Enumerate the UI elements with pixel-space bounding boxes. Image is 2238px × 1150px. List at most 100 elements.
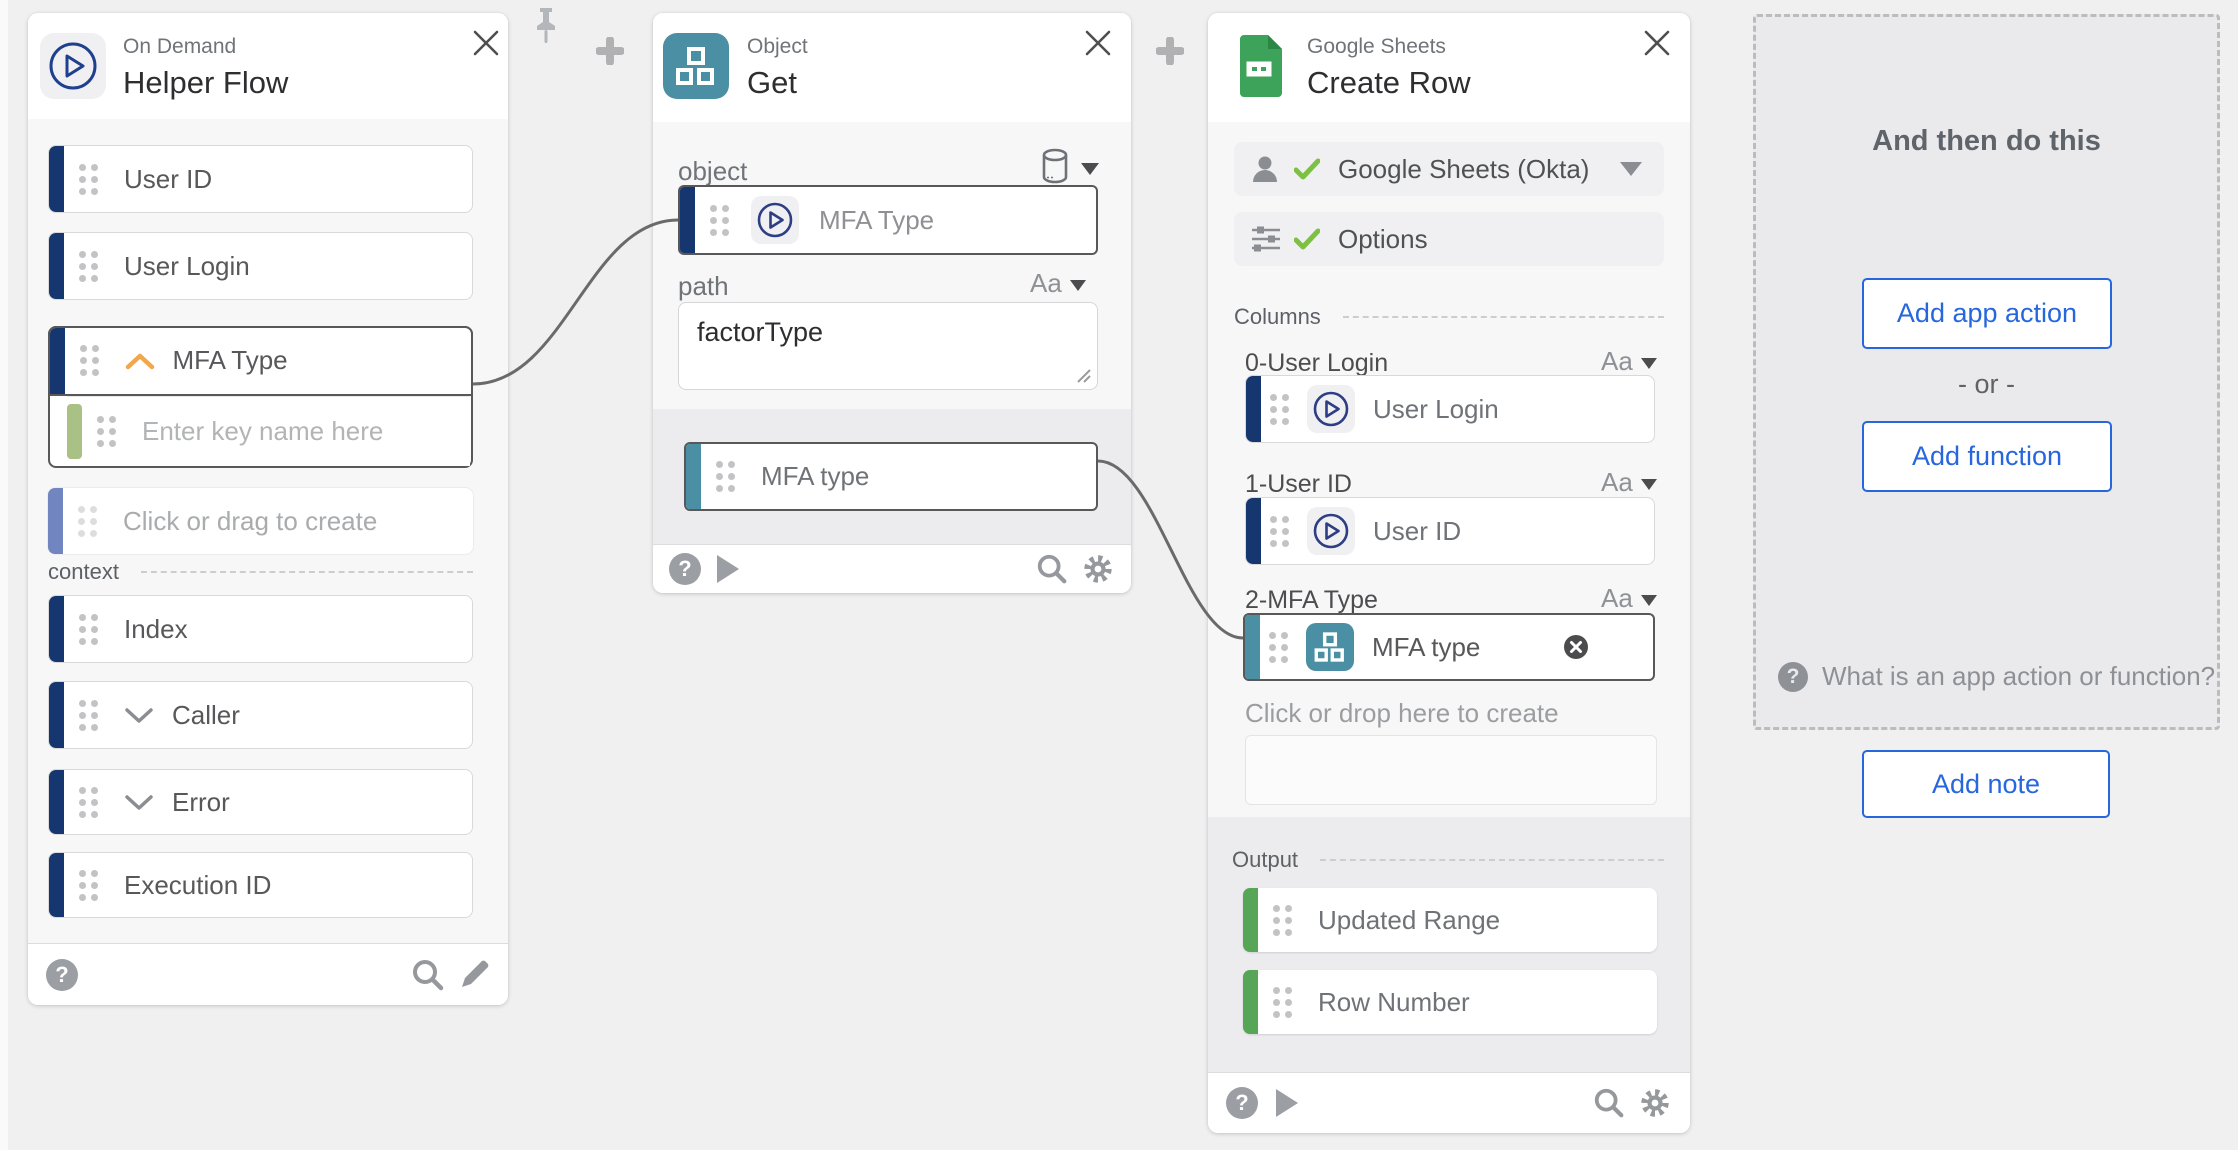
output-section-label: Output (1232, 845, 1664, 875)
options-row[interactable]: Options (1234, 212, 1664, 266)
search-icon[interactable] (410, 957, 446, 993)
add-note-button[interactable]: Add note (1862, 750, 2110, 818)
drag-handle-icon[interactable] (716, 461, 735, 492)
helper-flow-footer: ? (28, 943, 508, 1005)
chip-label: Updated Range (1318, 904, 1501, 935)
create-output-stub[interactable]: Click or drag to create (48, 488, 473, 554)
edit-pencil-icon[interactable] (456, 957, 492, 993)
search-icon[interactable] (1035, 552, 1069, 586)
key-name-input[interactable]: Enter key name here (67, 396, 470, 466)
help-icon[interactable]: ? (669, 553, 701, 585)
chevron-up-icon[interactable] (125, 352, 155, 370)
remove-icon[interactable] (1563, 634, 1589, 660)
drag-handle-icon[interactable] (1273, 986, 1292, 1018)
output-chip-updated-range[interactable]: Updated Range (1243, 888, 1657, 952)
column-value-chip-2[interactable]: MFA type (1243, 613, 1655, 681)
object-type-selector[interactable] (1041, 148, 1099, 184)
create-row-body: Google Sheets (Okta) Options Columns (1208, 122, 1690, 817)
settings-gear-icon[interactable] (1638, 1086, 1672, 1120)
settings-gear-icon[interactable] (1081, 552, 1115, 586)
close-icon[interactable] (473, 30, 499, 56)
resize-handle-icon[interactable] (1074, 366, 1092, 384)
chip-label: Execution ID (124, 869, 272, 900)
drag-handle-icon[interactable] (79, 699, 98, 731)
drag-handle-icon (78, 505, 97, 537)
drag-handle-icon[interactable] (1269, 631, 1288, 663)
chip-bar (49, 770, 64, 834)
drag-handle-icon[interactable] (79, 869, 98, 901)
object-card-badge (1306, 623, 1354, 671)
output-chip-row-number[interactable]: Row Number (1243, 970, 1657, 1034)
card-title: Get (747, 65, 797, 100)
object-card-icon (663, 33, 729, 99)
close-icon[interactable] (1085, 30, 1111, 56)
insert-card-plus-icon-1[interactable] (596, 37, 624, 65)
placeholder-help[interactable]: ? What is an app action or function? (1778, 661, 2215, 692)
account-selector[interactable]: Google Sheets (Okta) (1234, 142, 1664, 196)
help-icon[interactable]: ? (46, 959, 78, 991)
drag-handle-icon[interactable] (79, 345, 99, 376)
column-type-selector-0[interactable]: Aa (1601, 346, 1657, 377)
chip-label: User ID (124, 163, 213, 194)
chip-bar (49, 146, 64, 212)
add-function-button[interactable]: Add function (1862, 421, 2112, 492)
drag-handle-icon[interactable] (1273, 904, 1292, 936)
chip-bar (49, 853, 64, 917)
help-text: What is an app action or function? (1822, 661, 2216, 691)
close-icon[interactable] (1644, 30, 1670, 56)
drag-handle-icon[interactable] (1270, 393, 1289, 425)
column-type-selector-1[interactable]: Aa (1601, 467, 1657, 498)
insert-card-plus-icon-2[interactable] (1156, 37, 1184, 65)
path-input[interactable]: factorType (678, 302, 1098, 390)
get-footer: ? (653, 544, 1131, 593)
drag-handle-icon[interactable] (97, 416, 116, 447)
flow-card-badge (1307, 385, 1355, 433)
canvas-edge (0, 0, 8, 1150)
create-row-output-band: Output Updated Range Row Number (1208, 817, 1690, 1073)
drag-handle-icon[interactable] (79, 250, 98, 282)
drag-handle-icon[interactable] (1270, 515, 1289, 547)
drag-handle-icon[interactable] (710, 204, 729, 236)
pin-icon[interactable] (531, 6, 561, 46)
column-type-selector-2[interactable]: Aa (1601, 583, 1657, 614)
context-chip-caller[interactable]: Caller (48, 681, 473, 749)
drag-handle-icon[interactable] (79, 786, 98, 818)
add-app-action-button[interactable]: Add app action (1862, 278, 2112, 349)
chevron-down-icon[interactable] (124, 793, 154, 811)
account-name: Google Sheets (Okta) (1338, 153, 1590, 184)
new-column-drop-zone[interactable] (1245, 735, 1657, 805)
object-input-chip[interactable]: MFA Type (678, 185, 1098, 255)
object-field-label: object (678, 156, 748, 186)
helper-flow-body: User ID User Login MFA Type (28, 119, 508, 943)
drag-handle-icon[interactable] (79, 613, 98, 645)
card-title: Create Row (1307, 65, 1471, 100)
card-subtitle: Google Sheets (1307, 35, 1446, 58)
context-chip-execution-id[interactable]: Execution ID (48, 852, 473, 918)
chip-bar (67, 404, 82, 459)
help-icon[interactable]: ? (1226, 1087, 1258, 1119)
column-value-chip-1[interactable]: User ID (1245, 497, 1655, 565)
drag-handle-icon[interactable] (79, 163, 98, 195)
column-label-0: 0-User Login (1245, 349, 1389, 377)
search-icon[interactable] (1592, 1086, 1626, 1120)
chevron-down-icon[interactable] (124, 706, 154, 724)
output-chip-user-id[interactable]: User ID (48, 145, 473, 213)
create-row-header: Google Sheets Create Row (1208, 13, 1690, 123)
chip-bar (1246, 498, 1261, 564)
path-type-selector[interactable]: Aa (1030, 268, 1086, 299)
context-chip-error[interactable]: Error (48, 769, 473, 835)
output-chip-user-login[interactable]: User Login (48, 232, 473, 300)
chip-label: MFA type (1372, 631, 1481, 662)
next-step-placeholder: And then do this Add app action - or - A… (1753, 14, 2220, 730)
column-value-chip-0[interactable]: User Login (1245, 375, 1655, 443)
path-field-label: path (678, 271, 729, 301)
test-play-icon[interactable] (1276, 1089, 1298, 1117)
column-label-2: 2-MFA Type (1245, 586, 1378, 614)
context-chip-index[interactable]: Index (48, 595, 473, 663)
dropdown-arrow-icon (1081, 163, 1099, 175)
circle-play-icon (757, 202, 793, 238)
get-output-chip[interactable]: MFA type (684, 442, 1098, 511)
output-chip-mfa-type[interactable]: MFA Type (47, 325, 473, 396)
test-play-icon[interactable] (717, 555, 739, 583)
